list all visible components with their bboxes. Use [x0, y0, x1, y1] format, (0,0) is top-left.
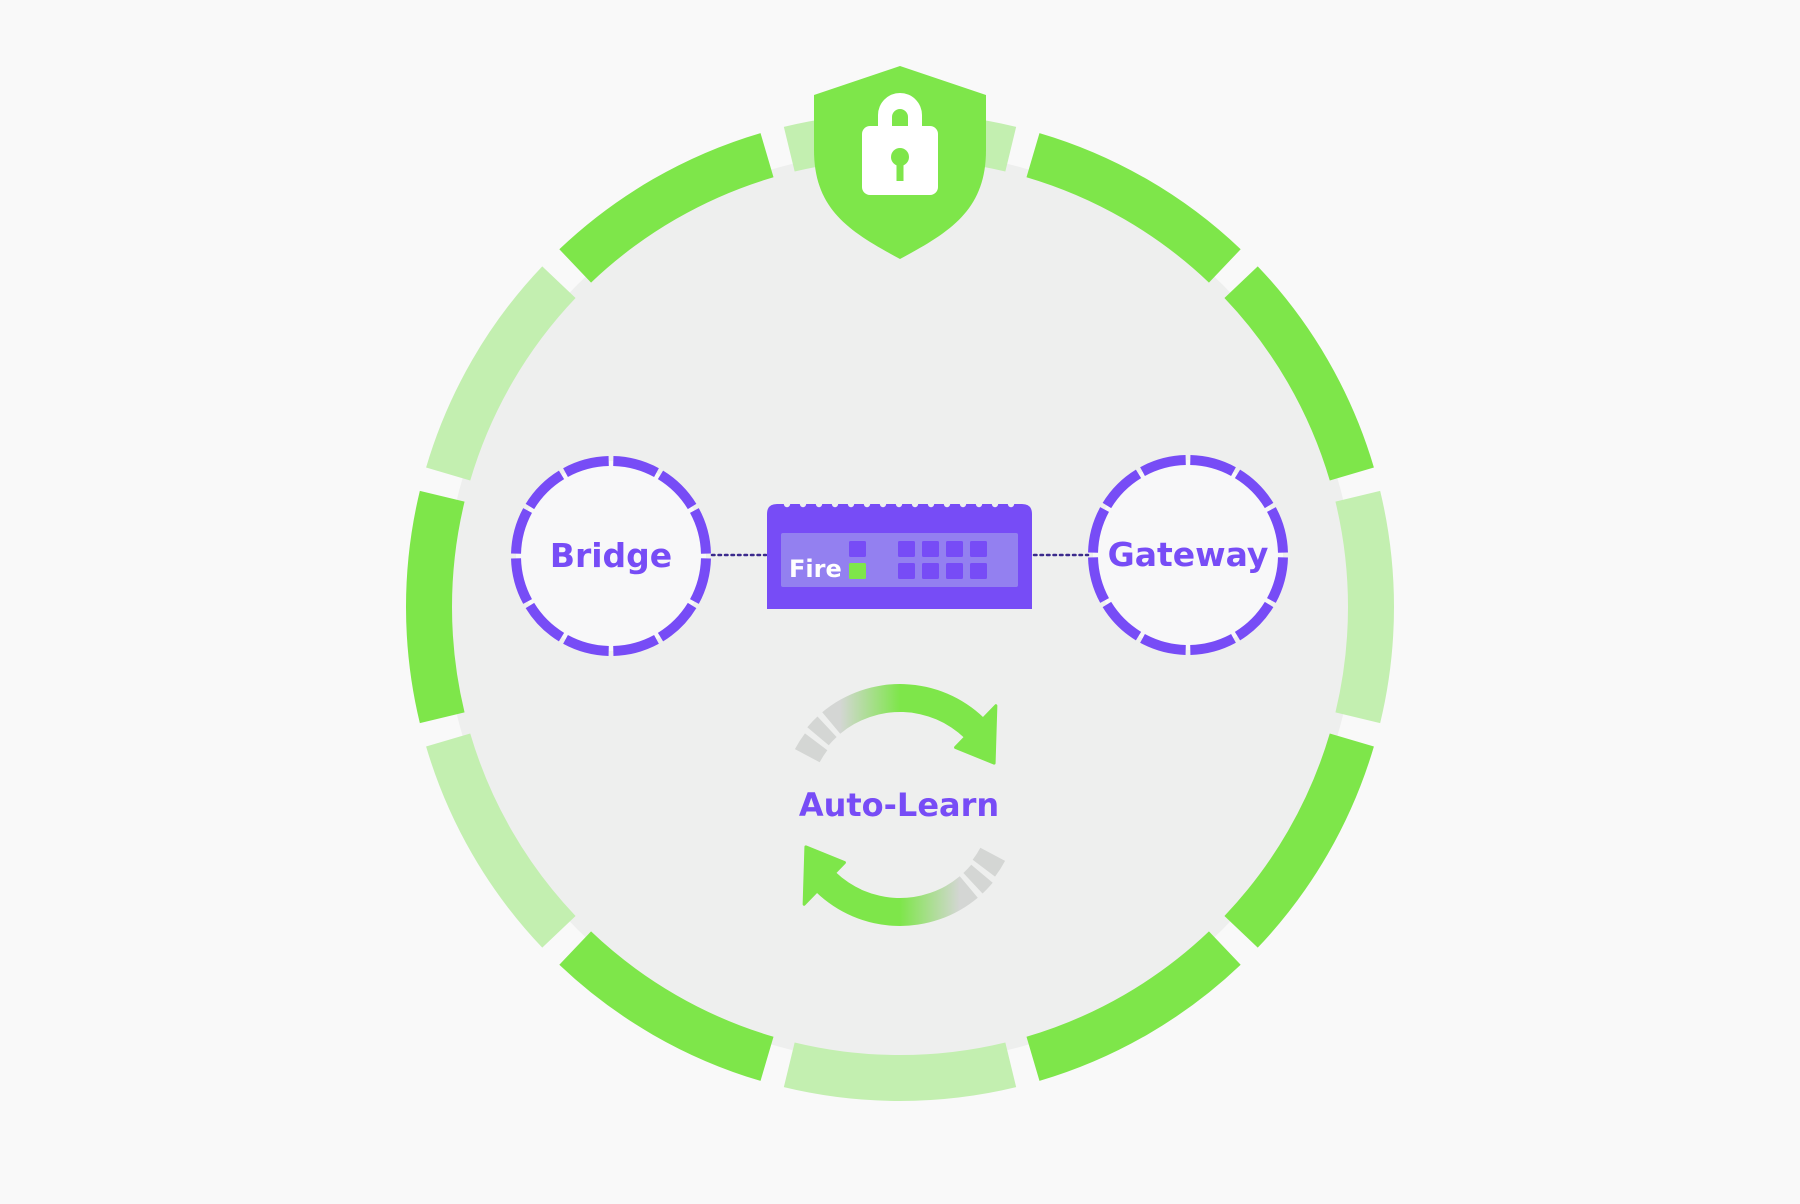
ring-segment [559, 931, 774, 1081]
node-bridge[interactable]: Bridge [511, 456, 711, 656]
ring-segment [1224, 266, 1374, 481]
node-label-bridge: Bridge [550, 536, 672, 575]
ring-segment [783, 1042, 1017, 1101]
node-ring-bridge [511, 456, 711, 656]
device-port-indicator [849, 541, 866, 557]
ring-segment [405, 490, 465, 724]
security-ring [405, 112, 1394, 1101]
cycle-arrow-bottom-icon [802, 845, 1006, 926]
ring-segment [426, 266, 576, 481]
refresh-cycle-icon [794, 684, 1006, 926]
device-status-led [849, 563, 866, 579]
node-ring-gateway [1088, 455, 1288, 655]
cycle-label: Auto-Learn [799, 786, 999, 824]
firewall-device[interactable]: Fire [767, 500, 1032, 609]
device-label: Fire [789, 555, 842, 583]
device-ports [898, 541, 987, 579]
ring-segment [1224, 733, 1374, 948]
cycle-arrow-top-icon [794, 684, 998, 765]
ring-segment [1026, 931, 1241, 1081]
ring-segment [426, 733, 576, 948]
device-vent-notches [783, 500, 1015, 508]
node-label-gateway: Gateway [1108, 535, 1269, 574]
node-gateway[interactable]: Gateway [1088, 455, 1288, 655]
ring-segment [559, 133, 774, 283]
ring-segment [1335, 490, 1394, 724]
shield-lock-icon [814, 66, 986, 259]
ring-segment [1026, 133, 1241, 283]
